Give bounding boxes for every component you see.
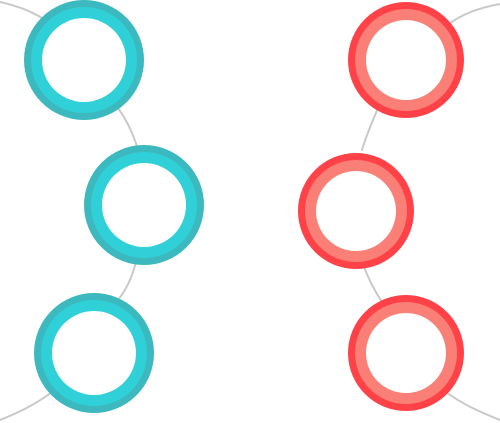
connector-left-1-2: [117, 107, 139, 151]
ring-node-red-2: [298, 153, 414, 269]
right-column: [298, 2, 464, 411]
connector-left-bottom: [0, 391, 53, 421]
connector-right-bottom: [445, 391, 500, 421]
ring-node-red-1: [348, 2, 464, 118]
ring-node-teal-1: [24, 0, 144, 120]
ring-node-teal-3: [34, 293, 154, 413]
left-column: [24, 0, 204, 413]
ring-node-teal-2: [84, 145, 204, 265]
connector-right-top: [448, 3, 500, 25]
connector-right-1-2: [361, 107, 379, 151]
connector-left-2-3: [117, 261, 137, 301]
ring-node-red-3: [348, 295, 464, 411]
